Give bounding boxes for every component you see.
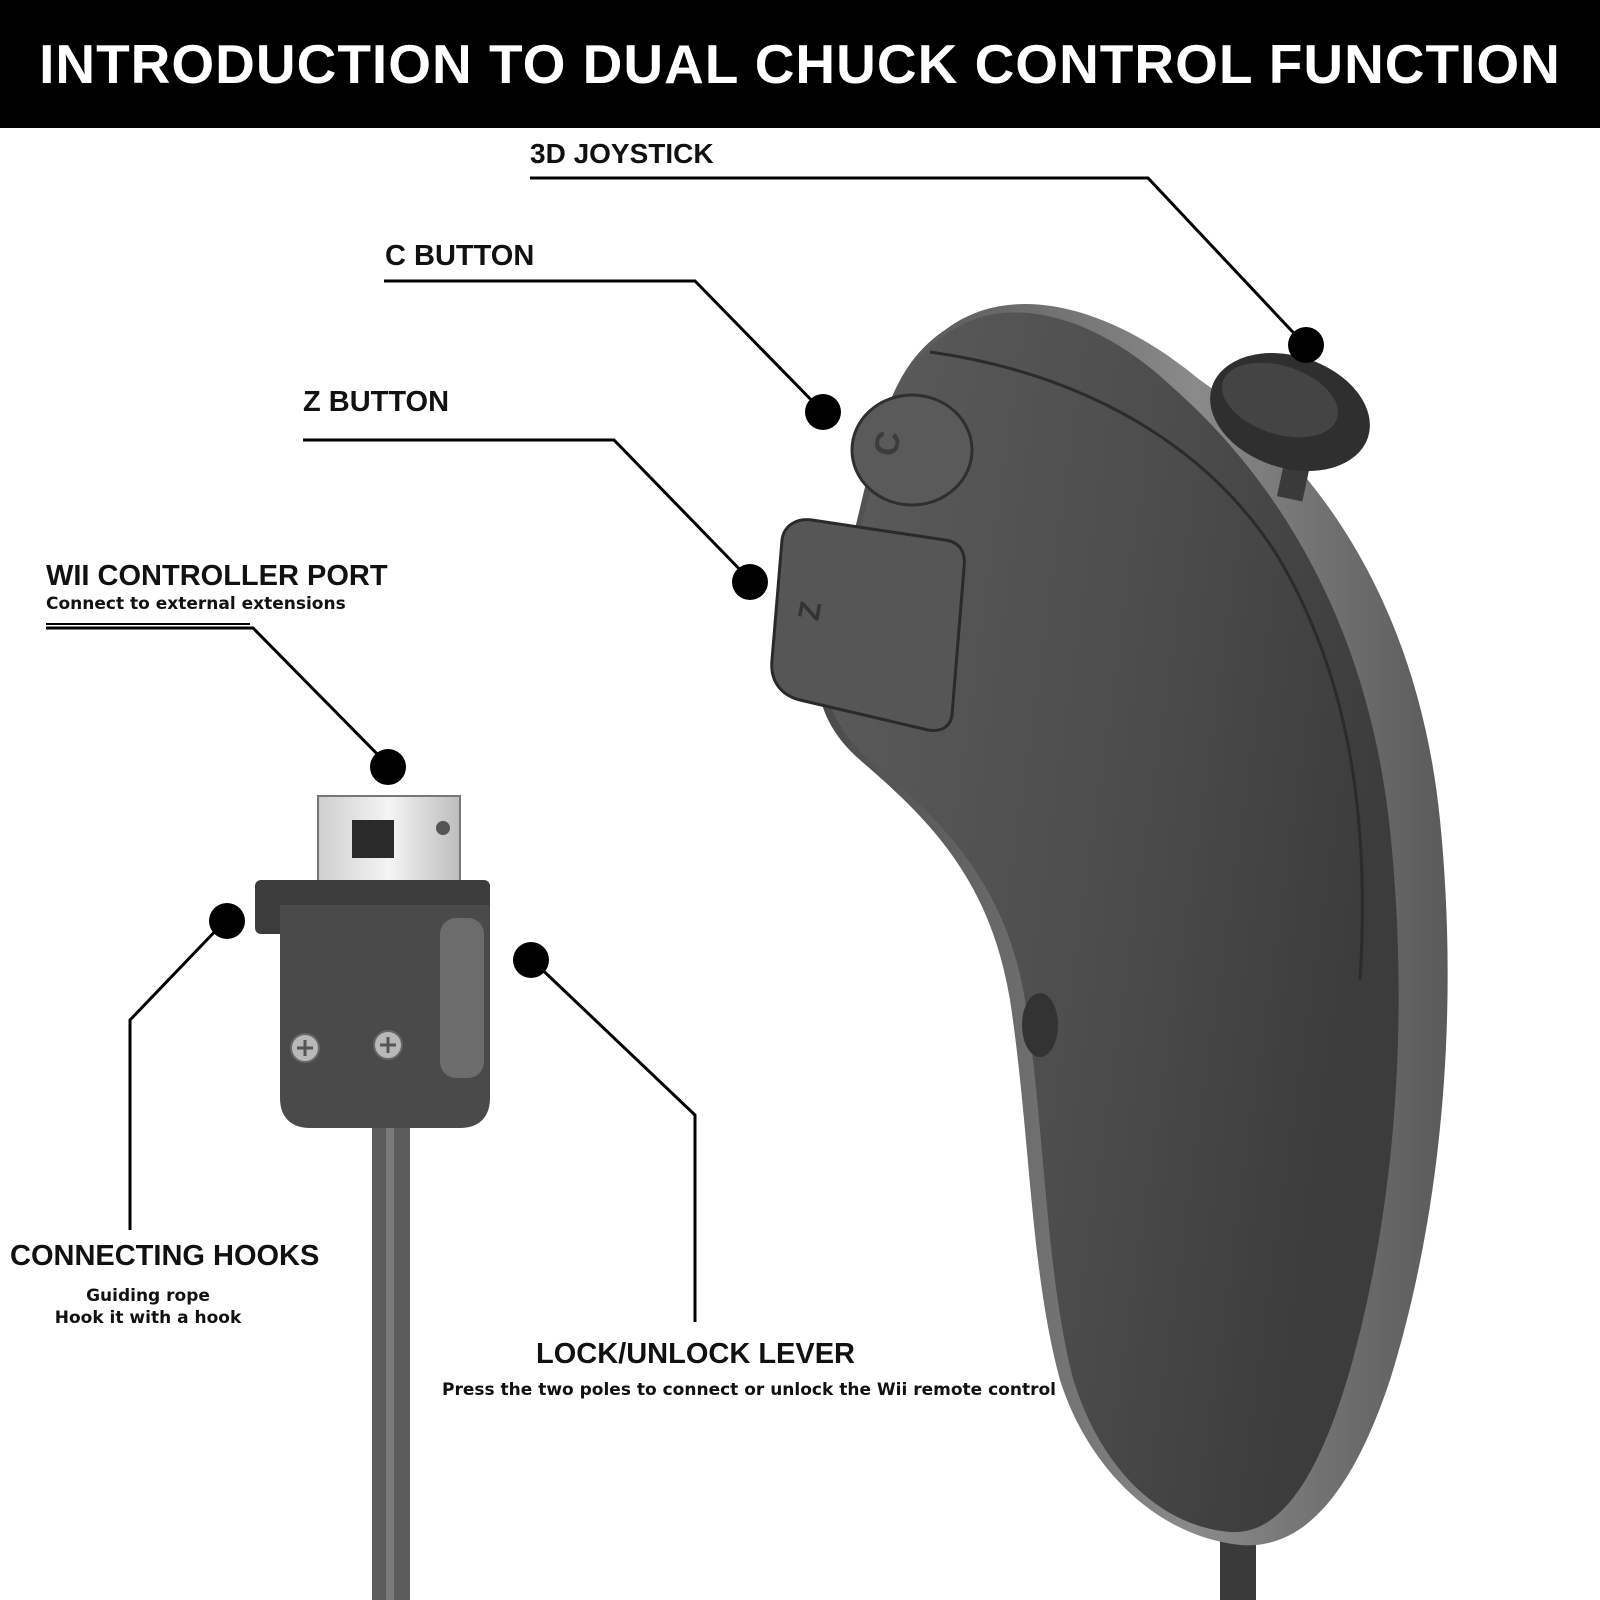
desc-lock-unlock-lever: Press the two poles to connect or unlock… [442, 1380, 1056, 1400]
label-wii-controller-port: WII CONTROLLER PORT [46, 560, 388, 592]
z-button-shape [770, 518, 966, 732]
callout-line-c-button [384, 279, 825, 414]
desc-wii-controller-port: Connect to external extensions [46, 594, 346, 614]
connector-housing [280, 905, 490, 1128]
wii-connector [255, 795, 490, 1600]
nunchuk-body [824, 312, 1399, 1533]
callout-line-lever [530, 958, 697, 1322]
callout-dot-z-button [732, 564, 768, 600]
callout-dots [209, 327, 1324, 978]
label-3d-joystick: 3D JOYSTICK [530, 138, 714, 169]
desc-connecting-hooks-line1: Guiding rope [86, 1286, 210, 1306]
callout-dot-lever [513, 942, 549, 978]
connector-lever [440, 918, 484, 1078]
label-c-button: C BUTTON [385, 240, 535, 272]
callouts [46, 176, 1307, 1322]
callout-line-joystick [530, 176, 1307, 347]
callout-line-z-button [303, 438, 752, 582]
callout-dot-c-button [805, 394, 841, 430]
callout-dot-hooks [209, 903, 245, 939]
callout-line-port [46, 626, 390, 767]
callout-dot-joystick [1288, 327, 1324, 363]
nunchuk-controller: C Z [770, 303, 1448, 1600]
title-banner: INTRODUCTION TO DUAL CHUCK CONTROL FUNCT… [0, 0, 1600, 128]
nunchuk-seam [929, 350, 1364, 981]
nunchuk-grip-dimple [1022, 993, 1058, 1057]
desc-connecting-hooks-line2: Hook it with a hook [54, 1308, 242, 1328]
label-connecting-hooks: CONNECTING HOOKS [10, 1240, 320, 1272]
z-button-letter: Z [793, 599, 829, 623]
callout-dot-port [370, 749, 406, 785]
label-z-button: Z BUTTON [303, 386, 450, 418]
callout-line-hooks [128, 920, 226, 1230]
page-title: INTRODUCTION TO DUAL CHUCK CONTROL FUNCT… [39, 33, 1561, 95]
c-button-shape [850, 393, 974, 507]
label-lock-unlock-lever: LOCK/UNLOCK LEVER [536, 1338, 855, 1370]
